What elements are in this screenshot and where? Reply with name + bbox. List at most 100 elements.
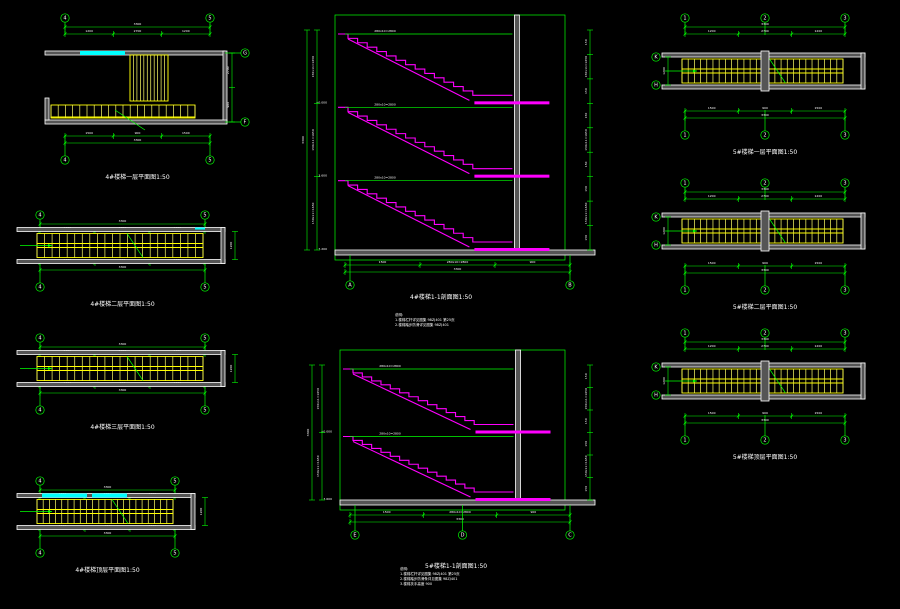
wall xyxy=(16,259,226,264)
note-line: 3.楼梯扶手高度 900 xyxy=(400,581,432,586)
dimension-label: 150 xyxy=(584,441,588,447)
dimension-label: 280x10=2800 xyxy=(379,364,401,368)
dimension-label: 3300 xyxy=(306,429,310,437)
note-line: 2.楼梯踏步防滑条详见图集 98ZJ401 xyxy=(400,576,458,581)
plan-title: 4#楼梯顶层平面图1:50 xyxy=(75,566,140,574)
dimension-label: 1500 xyxy=(383,510,391,514)
stair-profile xyxy=(343,368,514,426)
level-label: ±0.000 xyxy=(316,100,327,104)
plan-4-third: 4455330012002700120015009001500330012004… xyxy=(16,333,238,431)
axis-label: 3 xyxy=(843,15,846,21)
level-label: 3.600 xyxy=(318,174,327,178)
dimension-tick xyxy=(683,340,687,344)
axis-label: 5 xyxy=(203,212,206,218)
axis-label: H xyxy=(654,242,658,248)
wall xyxy=(860,212,866,250)
dimension-label: 3300 xyxy=(119,219,127,223)
dimension-tick xyxy=(843,190,847,194)
dimension-label: 280x10=2800 xyxy=(449,510,471,514)
axis-label: 4 xyxy=(63,157,66,163)
dimension-tick xyxy=(203,391,207,395)
dimension-label: 150x11=1650 xyxy=(311,203,315,225)
dimension-tick xyxy=(111,32,116,36)
axis-label: 2 xyxy=(763,287,766,293)
dimension-label: 280x10=2800 xyxy=(374,29,396,33)
dimension-tick xyxy=(736,32,741,36)
axis-label: D xyxy=(461,532,465,538)
axis-label: H xyxy=(654,82,658,88)
stair-flight xyxy=(129,54,169,102)
axis-label: G xyxy=(243,50,247,56)
note-line: 说明: xyxy=(400,566,408,571)
wall xyxy=(16,350,226,355)
dimension-tick xyxy=(736,197,741,201)
dimension-tick xyxy=(736,347,741,351)
dimension-label: 1200 xyxy=(708,29,716,33)
dimension-label: 150x11=1650 xyxy=(584,56,588,78)
dimension-tick xyxy=(208,141,212,145)
dimension-label: 1500 xyxy=(379,260,387,264)
dimension-label: 1500 xyxy=(815,411,823,415)
dimension-label: 3300 xyxy=(761,113,769,117)
dimension-tick xyxy=(843,32,847,36)
dimension-tick xyxy=(208,134,212,138)
dimension-tick xyxy=(843,271,847,275)
floor-slab xyxy=(474,174,550,178)
stair-soffit xyxy=(347,111,470,175)
plan-4-second: 4455330012002700120015009001500330012004… xyxy=(16,210,238,308)
arrowhead xyxy=(693,229,697,233)
dimension-tick xyxy=(683,25,687,29)
dimension-label: 900 xyxy=(226,102,230,108)
dimension-tick xyxy=(789,347,794,351)
dimension-label: 2700 xyxy=(761,29,769,33)
dimension-label: 1500 xyxy=(708,261,716,265)
dimension-label: 150 xyxy=(584,373,588,379)
dimension-tick xyxy=(683,421,687,425)
dimension-label: 1200 xyxy=(815,194,823,198)
glazing xyxy=(42,493,87,498)
dimension-label: 3300 xyxy=(761,268,769,272)
stair-soffit xyxy=(352,441,471,498)
stair-profile xyxy=(338,106,513,170)
axis-bubble xyxy=(651,390,661,400)
plan-4-top: 4455330012002700120015009001500330012004… xyxy=(16,476,208,574)
dimension-label: 150x11=1650 xyxy=(311,129,315,151)
break-line xyxy=(114,109,146,131)
dimension-label: 150 xyxy=(584,113,588,119)
break-line xyxy=(769,58,786,84)
dimension-tick xyxy=(683,197,687,201)
axis-label: K xyxy=(654,364,658,370)
dimension-label: 1200 xyxy=(662,67,666,75)
axis-label: 1 xyxy=(683,287,686,293)
dimension-label: 3300 xyxy=(119,265,127,269)
dimension-tick xyxy=(343,270,347,274)
dimension-tick xyxy=(843,264,847,268)
dimension-tick xyxy=(843,421,847,425)
dimension-label: 900 xyxy=(530,510,536,514)
dimension-label: 150 xyxy=(584,186,588,192)
dimension-label: 3300 xyxy=(119,388,127,392)
dimension-tick xyxy=(843,109,847,113)
stair-soffit xyxy=(352,373,471,430)
note-line: 1.楼梯栏杆详见图集 98ZJ401 第25页 xyxy=(400,571,460,576)
dimension-tick xyxy=(789,264,794,268)
section-frame xyxy=(334,14,566,261)
dimension-label: 3300 xyxy=(104,531,112,535)
dimension-label: 1200 xyxy=(182,29,190,33)
dimension-label: 1500 xyxy=(708,106,716,110)
section-frame xyxy=(339,349,566,511)
dimension-label: 1500 xyxy=(708,411,716,415)
dimension-label: 1200 xyxy=(815,29,823,33)
stair-soffit xyxy=(347,38,470,101)
section-5-notes: 说明:1.楼梯栏杆详见图集 98ZJ401 第25页2.楼梯踏步防滑条详见图集 … xyxy=(400,566,460,586)
level-label: 3.600 xyxy=(323,497,332,501)
dimension-label: 3300 xyxy=(104,485,112,489)
dimension-label: 3300 xyxy=(456,517,464,521)
plan-title: 4#楼梯二层平面图1:50 xyxy=(90,300,155,308)
dimension-tick xyxy=(63,25,67,29)
plan-title: 4#楼梯三层平面图1:50 xyxy=(90,423,155,431)
core-wall xyxy=(515,349,521,501)
wall xyxy=(860,362,866,400)
floor-slab xyxy=(474,101,550,105)
